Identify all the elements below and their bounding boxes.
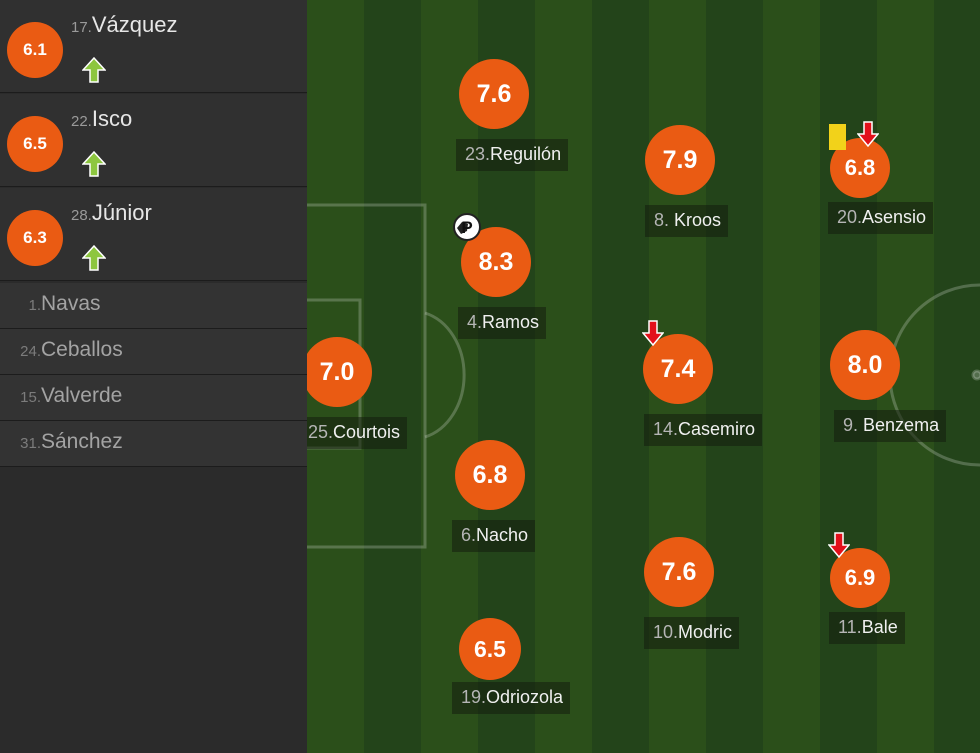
player-name: 17.Vázquez: [71, 12, 178, 37]
player-name: 28.Júnior: [71, 200, 152, 225]
player-rating: 7.4: [643, 334, 713, 404]
bench-row-valverde[interactable]: 15.Valverde: [0, 375, 307, 421]
player-rating: 7.6: [459, 59, 529, 129]
player-name: 1.Navas: [28, 292, 101, 315]
bench-row-ceballos[interactable]: 24.Ceballos: [0, 329, 307, 375]
player-label: 10.Modric: [644, 617, 740, 649]
player-rating: 6.5: [7, 116, 63, 172]
player-name: 22.Isco: [71, 106, 133, 131]
player-label: 14.Casemiro: [644, 414, 763, 446]
player-rating: 7.0: [307, 337, 372, 407]
sub-in-arrow-icon: [82, 57, 106, 83]
player-label: 25.Courtois: [307, 417, 408, 449]
sub-in-arrow-icon: [82, 151, 106, 177]
substitutes-panel: 6.1 17.Vázquez 6.5 22.Isco 6.3 28.Júnior…: [0, 0, 307, 753]
player-label: 8. Kroos: [645, 205, 729, 237]
player-name: 15.Valverde: [20, 384, 123, 407]
player-rating: 6.1: [7, 22, 63, 78]
bench-row-navas[interactable]: 1.Navas: [0, 283, 307, 329]
player-label: 20.Asensio: [828, 202, 934, 234]
player-rating: 6.5: [459, 618, 521, 680]
player-rating: 7.9: [645, 125, 715, 195]
player-name: 24.Ceballos: [20, 338, 123, 361]
player-label: 4.Ramos: [458, 307, 547, 339]
substitute-row-vazquez[interactable]: 6.1 17.Vázquez: [0, 0, 307, 93]
player-rating: 6.3: [7, 210, 63, 266]
player-label: 19.Odriozola: [452, 682, 571, 714]
player-rating: 6.8: [455, 440, 525, 510]
svg-text:P: P: [461, 218, 472, 237]
player-rating: 6.9: [830, 548, 890, 608]
player-label: 6.Nacho: [452, 520, 536, 552]
sub-out-arrow-icon: [828, 532, 850, 558]
substitute-row-isco[interactable]: 6.5 22.Isco: [0, 94, 307, 187]
sub-out-arrow-icon: [642, 320, 664, 346]
player-rating: 7.6: [644, 537, 714, 607]
player-name: 31.Sánchez: [20, 430, 123, 453]
penalty-ball-icon: P: [453, 213, 481, 241]
player-rating: 8.0: [830, 330, 900, 400]
sub-in-arrow-icon: [82, 245, 106, 271]
bench-row-sanchez[interactable]: 31.Sánchez: [0, 421, 307, 467]
yellow-card-icon: [829, 124, 846, 150]
pitch: 7.0 25.Courtois 7.6 23.Reguilón 8.3 4.Ra…: [307, 0, 980, 753]
substitute-row-junior[interactable]: 6.3 28.Júnior: [0, 188, 307, 281]
player-label: 9. Benzema: [834, 410, 947, 442]
player-label: 11.Bale: [829, 612, 905, 644]
player-label: 23.Reguilón: [456, 139, 569, 171]
sub-out-arrow-icon: [857, 121, 879, 147]
